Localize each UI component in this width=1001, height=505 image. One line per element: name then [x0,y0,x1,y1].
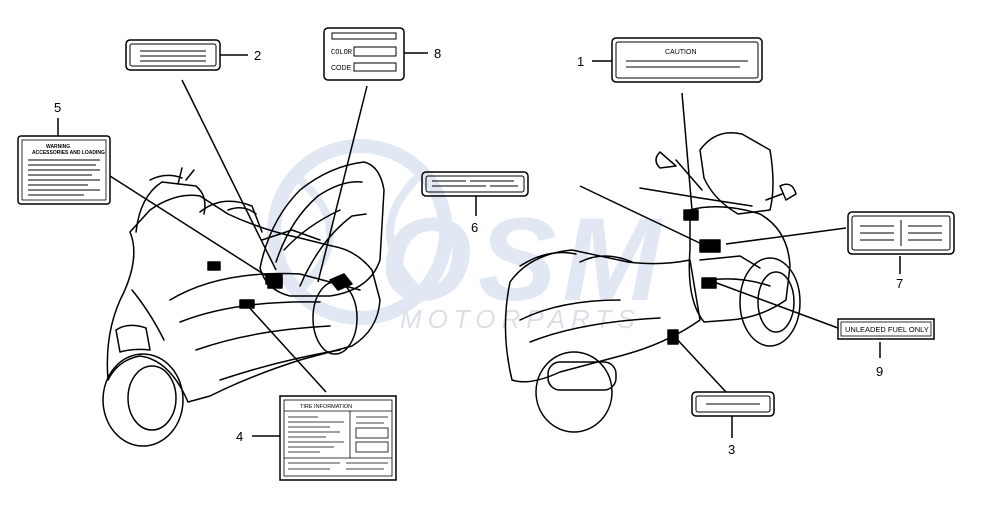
leader-5 [109,175,277,283]
leader-9 [713,281,839,329]
color-row-label: COLOR [331,49,353,57]
label-blank-2 [125,39,221,71]
leader-7 [725,227,847,245]
callout-3: 3 [728,442,735,457]
scooter-right [504,132,801,433]
tire-title: TIRE INFORMATION [300,404,352,410]
watermark: OSM MOTORPARTS [267,139,667,334]
code-row-label: CODE [331,65,352,72]
label-color-code: COLOR CODE [323,27,405,81]
warning-title: WARNING [46,144,70,150]
watermark-subtitle: MOTORPARTS [400,304,641,334]
leader-2 [181,79,277,271]
leader-8 [317,85,368,283]
callout-7: 7 [896,276,903,291]
watermark-brand: OSM [380,194,667,326]
leader-1 [681,92,693,211]
callout-1: 1 [577,54,584,69]
warning-subtitle: ACCESSORIES AND LOADING [32,150,105,156]
callout-numbers: 1 2 3 4 5 6 7 8 9 [54,46,903,457]
leader-3 [673,335,727,393]
callout-4: 4 [236,429,243,444]
label-blank-3 [691,391,775,417]
label-blank-6 [421,171,529,197]
leader-4 [245,303,327,393]
callout-5: 5 [54,100,61,115]
leader-lines [57,52,901,438]
leader-6 [579,185,707,247]
label-tire-info: TIRE INFORMATION [279,395,397,481]
seat-storage [259,161,385,297]
label-caution: CAUTION [611,37,763,83]
fuel-label-text: UNLEADED FUEL ONLY [845,325,929,334]
watermark-globe-meridian [386,172,423,295]
label-blank-7 [847,211,955,255]
callout-2: 2 [254,48,261,63]
label-fuel: UNLEADED FUEL ONLY [837,318,935,340]
callout-9: 9 [876,364,883,379]
callout-8: 8 [434,46,441,61]
label-warning: WARNING ACCESSORIES AND LOADING [17,135,111,205]
callout-6: 6 [471,220,478,235]
caution-title: CAUTION [665,49,697,56]
